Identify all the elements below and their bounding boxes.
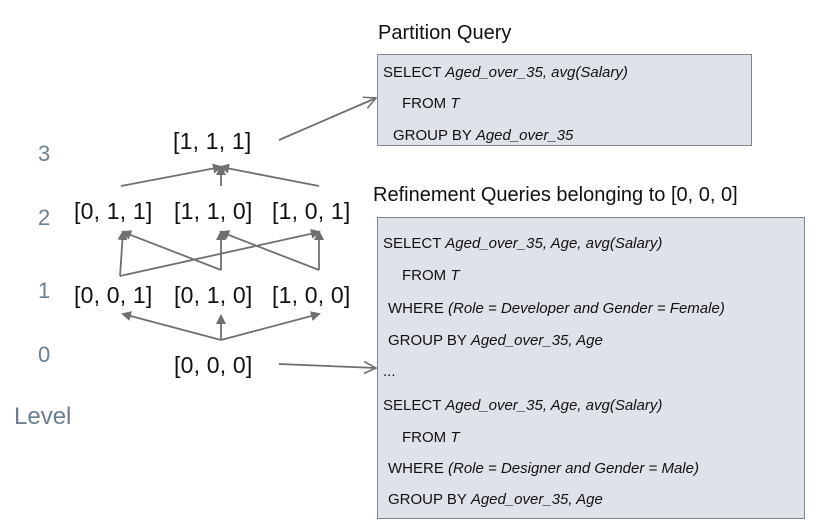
- node-011: [0, 1, 1]: [74, 198, 153, 224]
- refinement-q1-from-line: FROM T: [402, 267, 460, 284]
- node-100: [1, 0, 0]: [272, 282, 351, 308]
- refinement-q2-groupby-line: GROUP BY Aged_over_35, Age: [388, 491, 603, 508]
- node-001: [0, 0, 1]: [74, 282, 153, 308]
- edge-000-001: [121, 311, 222, 341]
- node-111: [1, 1, 1]: [173, 128, 252, 154]
- edge-100-110: [219, 230, 320, 271]
- node-000: [0, 0, 0]: [174, 352, 253, 378]
- refinement-queries-title: Refinement Queries belonging to [0, 0, 0…: [373, 184, 738, 206]
- level-number-2: 2: [38, 205, 51, 230]
- refinement-queries-box: SELECT Aged_over_35, Age, avg(Salary) FR…: [377, 217, 805, 519]
- edge-001-011: [117, 230, 128, 277]
- partition-groupby-line: GROUP BY Aged_over_35: [393, 127, 574, 144]
- node-110: [1, 1, 0]: [174, 198, 253, 224]
- level-number-3: 3: [38, 141, 51, 166]
- partition-select-line: SELECT Aged_over_35, avg(Salary): [383, 64, 628, 81]
- partition-from-line: FROM T: [402, 95, 460, 112]
- level-axis-label: Level: [14, 403, 72, 430]
- edge-to-refinement-box: [278, 364, 376, 368]
- edge-010-011: [121, 230, 222, 271]
- refinement-q1-where-line: WHERE (Role = Developer and Gender = Fem…: [388, 300, 725, 317]
- refinement-q1-groupby-line: GROUP BY Aged_over_35, Age: [388, 332, 603, 349]
- edge-to-partition-box: [278, 98, 376, 141]
- refinement-ellipsis: ...: [383, 363, 396, 380]
- refinement-q1-select-line: SELECT Aged_over_35, Age, avg(Salary): [383, 235, 663, 252]
- partition-query-box: SELECT Aged_over_35, avg(Salary) FROM T …: [377, 54, 752, 146]
- node-010: [0, 1, 0]: [174, 282, 253, 308]
- level-number-0: 0: [38, 342, 51, 367]
- edge-000-100: [220, 311, 321, 341]
- edge-101-111: [219, 163, 320, 187]
- refinement-q2-from-line: FROM T: [402, 429, 460, 446]
- edge-011-111: [120, 163, 223, 187]
- refinement-q2-select-line: SELECT Aged_over_35, Age, avg(Salary): [383, 397, 663, 414]
- node-101: [1, 0, 1]: [272, 198, 351, 224]
- partition-query-title: Partition Query: [378, 22, 512, 44]
- edge-001-101: [119, 228, 321, 277]
- refinement-q2-where-line: WHERE (Role = Designer and Gender = Male…: [388, 460, 699, 477]
- level-number-1: 1: [38, 278, 51, 303]
